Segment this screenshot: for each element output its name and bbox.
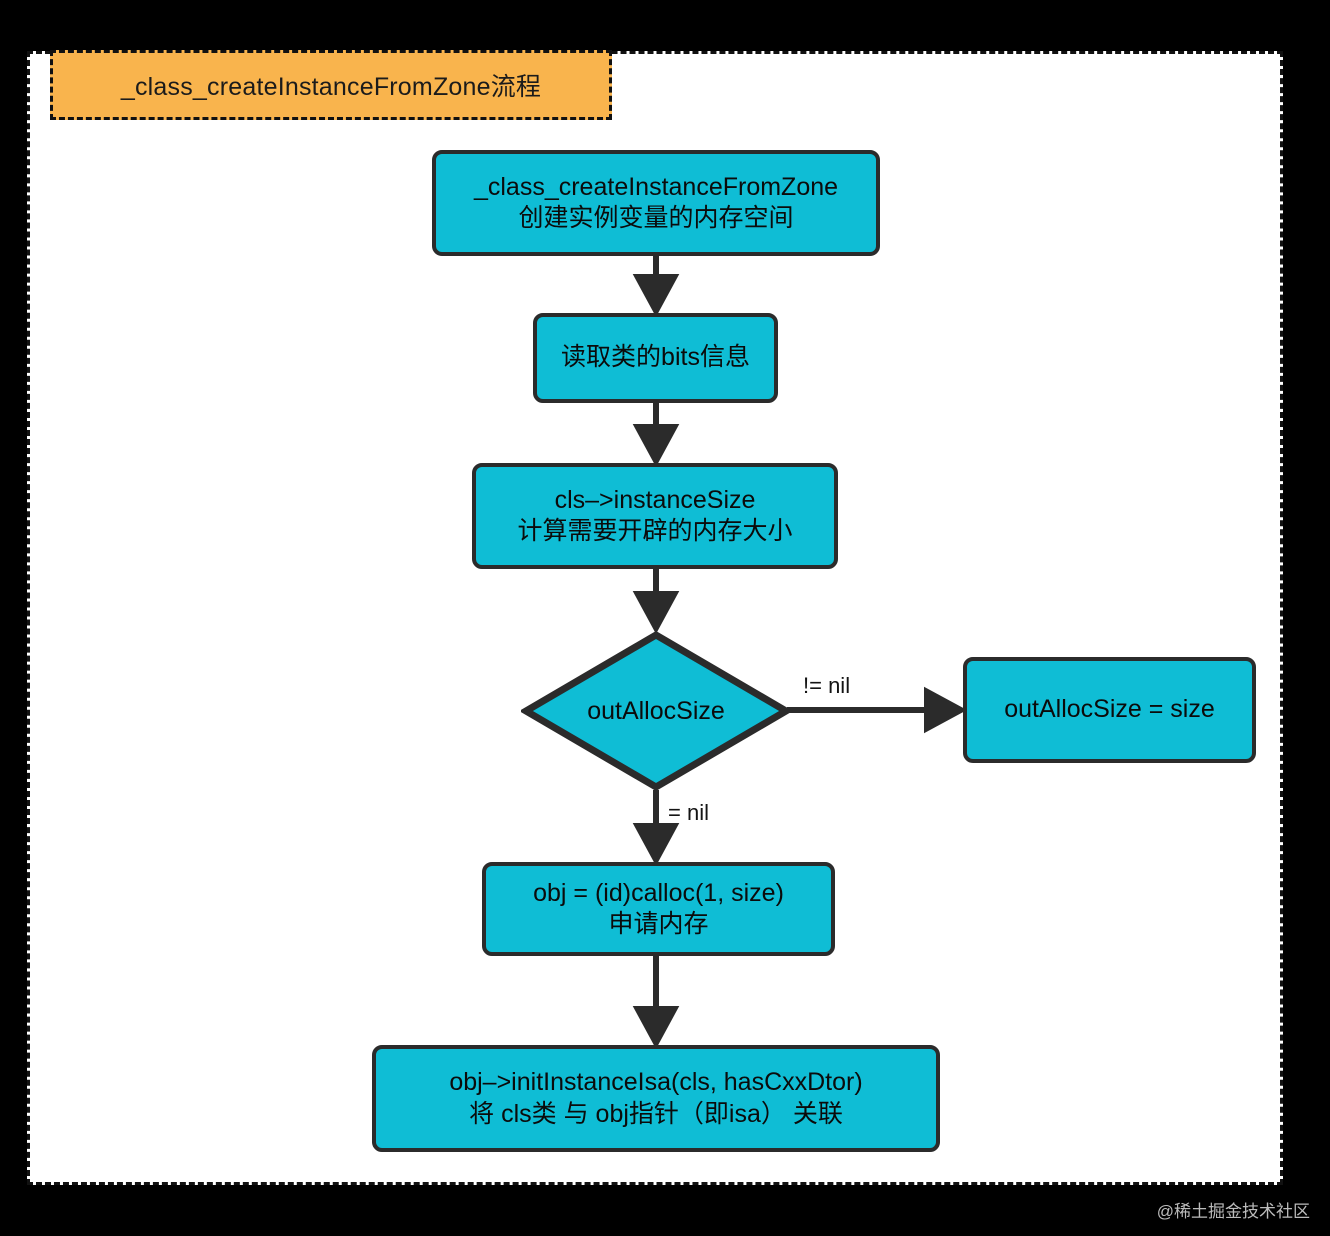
node-entry-line1: _class_createInstanceFromZone: [473, 172, 839, 201]
diagram-title-text: _class_createInstanceFromZone流程: [120, 73, 542, 101]
node-calloc[interactable]: obj = (id)calloc(1, size) 申请内存: [482, 862, 835, 956]
node-decision-outallocsize[interactable]: outAllocSize: [521, 630, 791, 792]
node-init-isa[interactable]: obj–>initInstanceIsa(cls, hasCxxDtor) 将 …: [372, 1045, 940, 1152]
node-init-isa-line2: 将 cls类 与 obj指针（即isa） 关联: [469, 1099, 843, 1128]
node-out-alloc-assign[interactable]: outAllocSize = size: [963, 657, 1256, 763]
node-out-alloc-assign-line1: outAllocSize = size: [1004, 695, 1215, 724]
watermark: @稀土掘金技术社区: [1156, 1202, 1310, 1221]
node-instance-size-line1: cls–>instanceSize: [554, 485, 756, 514]
node-read-bits[interactable]: 读取类的bits信息: [533, 313, 778, 403]
node-calloc-line1: obj = (id)calloc(1, size): [533, 878, 784, 907]
node-calloc-line2: 申请内存: [608, 910, 709, 938]
node-entry-line2: 创建实例变量的内存空间: [518, 204, 794, 232]
node-init-isa-line1: obj–>initInstanceIsa(cls, hasCxxDtor): [449, 1068, 863, 1097]
node-entry[interactable]: _class_createInstanceFromZone 创建实例变量的内存空…: [432, 150, 880, 256]
node-decision-label: outAllocSize: [587, 696, 725, 725]
decision-diamond-shape: [521, 630, 791, 792]
edge-label-not-nil: != nil: [803, 673, 851, 698]
edge-label-is-nil: = nil: [668, 800, 709, 825]
node-instance-size[interactable]: cls–>instanceSize 计算需要开辟的内存大小: [472, 463, 838, 569]
node-read-bits-line1: 读取类的bits信息: [561, 343, 750, 372]
node-instance-size-line2: 计算需要开辟的内存大小: [517, 517, 793, 545]
diagram-title-banner: _class_createInstanceFromZone流程: [50, 50, 612, 120]
